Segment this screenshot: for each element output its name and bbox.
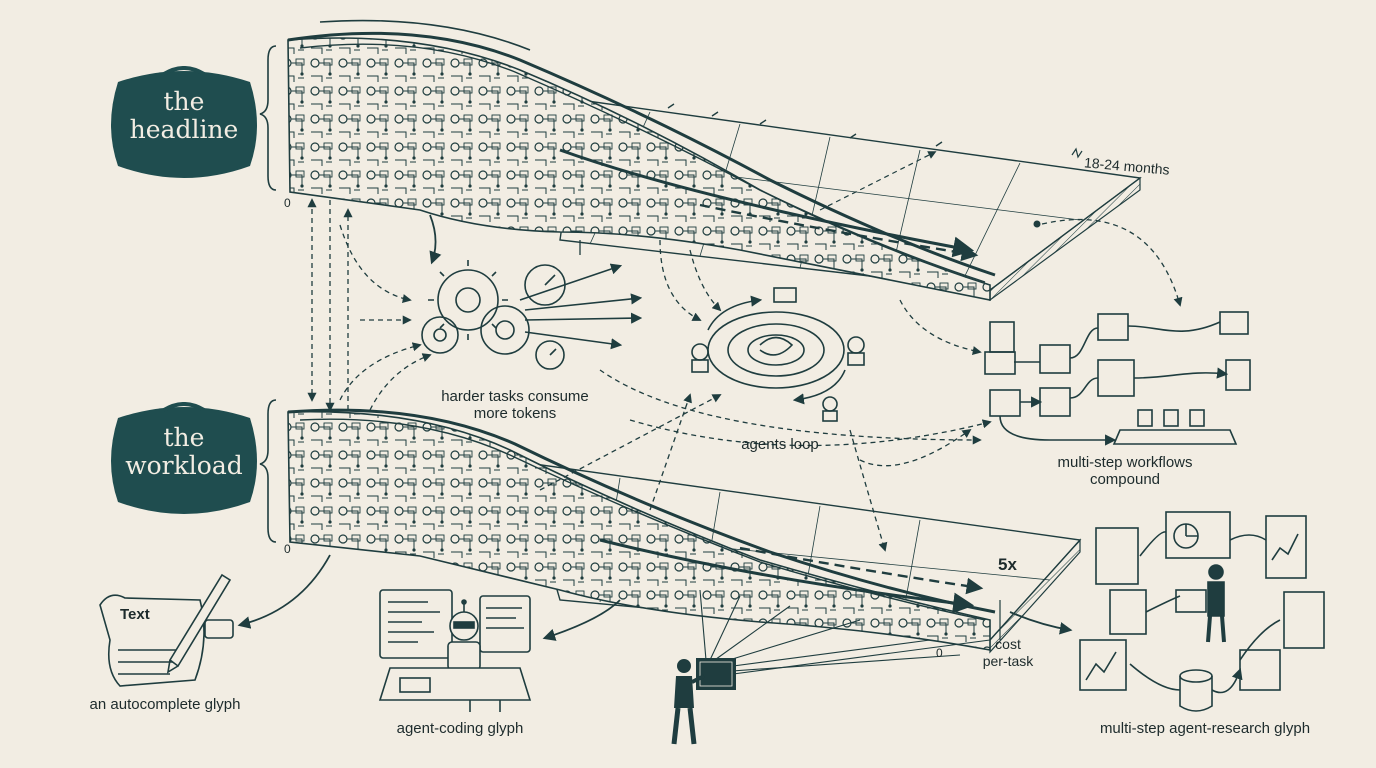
workflows-label: multi-step workflows compound [1030,454,1220,488]
multiplier-label: 5x [998,555,1017,574]
workload-banner-line2: workload [125,451,243,480]
harder-tasks-line2: more tokens [473,405,557,422]
workload-to-autocomplete-arrow [237,554,331,629]
banner-shape [111,66,257,178]
agent-coding-glyph-label: agent-coding glyph [396,720,524,737]
workflows-connectors [629,218,1183,447]
banner-shape [111,402,257,514]
workflows-line1: multi-step workflows [1057,454,1193,471]
harder-tasks-icon [421,260,643,370]
headline-ramp [259,19,1142,302]
ramp-connectors [307,198,353,412]
workflows-line2: compound [1089,471,1161,488]
headline-banner-line1: the [163,87,205,116]
autocomplete-paper-text: Text [120,606,150,623]
cost-axis-zero: 0 [936,646,943,660]
agent-research-glyph-icon [1079,511,1325,712]
autocomplete-glyph-label: an autocomplete glyph [89,696,241,713]
workload-zero-label: 0 [284,542,291,556]
autocomplete-glyph-icon [99,573,234,687]
agents-loop-icon [691,287,865,422]
workload-ramp [259,399,1082,654]
workload-banner-line1: the [163,423,205,452]
harder-tasks-label: harder tasks consume more tokens [420,388,610,422]
headline-banner: the headline [104,66,264,186]
agent-coding-glyph-icon [378,589,532,712]
headline-banner-line2: headline [129,115,239,144]
presenter-figure [671,589,991,745]
workload-to-research-arrow [1009,611,1073,635]
workflows-icon [984,311,1251,446]
harder-tasks-line1: harder tasks consume [441,388,589,405]
cost-per-task-label: cost per-task [968,636,1048,670]
headline-zero-label: 0 [284,196,291,210]
headline-to-harder-arrow [429,214,442,265]
headline-banner-text: the headline [104,88,264,144]
workload-to-coding-arrow [542,599,621,641]
workload-banner-text: the workload [104,424,264,480]
workload-banner: the workload [104,402,264,522]
cost-label-line2: per-task [982,653,1034,669]
agent-research-glyph-label: multi-step agent-research glyph [1099,720,1311,737]
agents-loop-connectors [539,239,972,552]
cost-label-line1: cost [995,636,1021,652]
agents-loop-label: agents loop [741,436,819,453]
